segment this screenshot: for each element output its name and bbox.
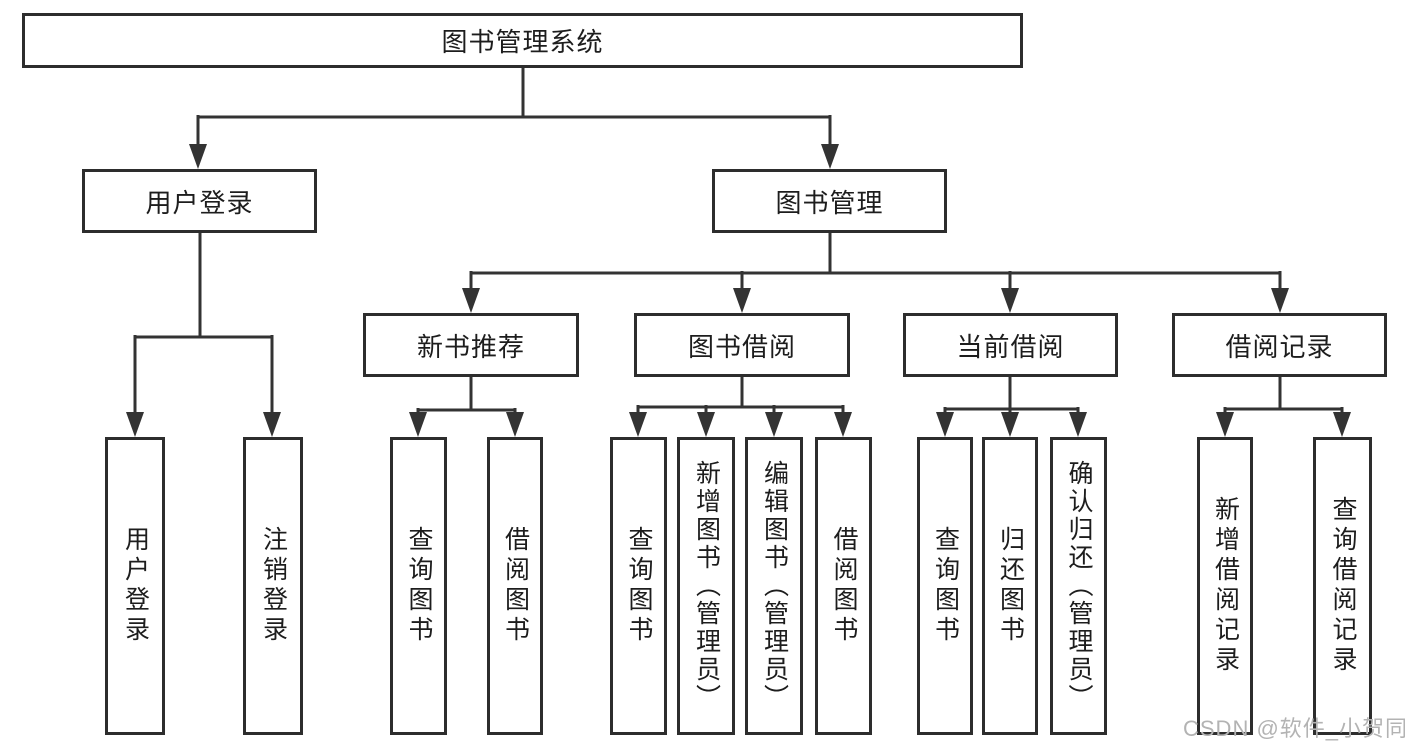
node-group-new-book-recommend: 新书推荐 (363, 313, 579, 377)
node-leaf-query-books-3-label: 查询图书 (931, 526, 960, 646)
node-leaf-query-borrow-record: 查询借阅记录 (1313, 437, 1372, 735)
node-leaf-query-borrow-record-label: 查询借阅记录 (1329, 496, 1357, 676)
node-group-borrowing-records-label: 借阅记录 (1225, 331, 1334, 362)
node-leaf-borrow-books-2: 借阅图书 (815, 437, 872, 735)
node-leaf-confirm-return-admin-label: 确认归还（管理员） (1065, 460, 1093, 712)
node-leaf-return-books-label: 归还图书 (996, 526, 1025, 646)
node-leaf-user-login: 用户登录 (105, 437, 165, 735)
node-branch-user-login: 用户登录 (82, 169, 317, 233)
node-group-book-borrowing-label: 图书借阅 (687, 331, 796, 362)
node-group-new-book-recommend-label: 新书推荐 (416, 331, 525, 362)
node-leaf-logout: 注销登录 (243, 437, 303, 735)
arrowhead-icons (126, 144, 1351, 437)
node-root-label: 图书管理系统 (441, 27, 604, 57)
node-leaf-return-books: 归还图书 (982, 437, 1038, 735)
node-group-borrowing-records: 借阅记录 (1172, 313, 1387, 377)
node-branch-user-login-label: 用户登录 (145, 187, 254, 218)
node-leaf-query-books-1-label: 查询图书 (405, 526, 433, 646)
csdn-watermark: CSDN @软件_小贺同学 (1183, 716, 1405, 741)
node-leaf-add-books-admin: 新增图书（管理员） (677, 437, 735, 735)
node-leaf-add-borrow-record-label: 新增借阅记录 (1211, 496, 1240, 676)
node-leaf-confirm-return-admin: 确认归还（管理员） (1050, 437, 1107, 735)
node-leaf-add-books-admin-label: 新增图书（管理员） (692, 460, 721, 712)
node-leaf-query-books-2-label: 查询图书 (625, 526, 653, 646)
node-leaf-query-books-3: 查询图书 (917, 437, 973, 735)
node-branch-book-management-label: 图书管理 (775, 187, 884, 218)
node-leaf-edit-books-admin: 编辑图书（管理员） (745, 437, 803, 735)
node-leaf-query-books-2: 查询图书 (610, 437, 667, 735)
node-leaf-borrow-books-1: 借阅图书 (487, 437, 543, 735)
node-leaf-user-login-label: 用户登录 (121, 526, 150, 646)
node-group-book-borrowing: 图书借阅 (634, 313, 850, 377)
node-leaf-add-borrow-record: 新增借阅记录 (1197, 437, 1253, 735)
node-branch-book-management: 图书管理 (712, 169, 947, 233)
node-leaf-query-books-1: 查询图书 (390, 437, 447, 735)
node-leaf-edit-books-admin-label: 编辑图书（管理员） (760, 460, 789, 712)
node-leaf-borrow-books-1-label: 借阅图书 (501, 526, 530, 646)
node-group-current-borrowing-label: 当前借阅 (956, 331, 1065, 362)
node-root-system: 图书管理系统 (22, 13, 1023, 68)
node-leaf-borrow-books-2-label: 借阅图书 (830, 526, 858, 646)
node-group-current-borrowing: 当前借阅 (903, 313, 1118, 377)
node-leaf-logout-label: 注销登录 (259, 526, 288, 646)
